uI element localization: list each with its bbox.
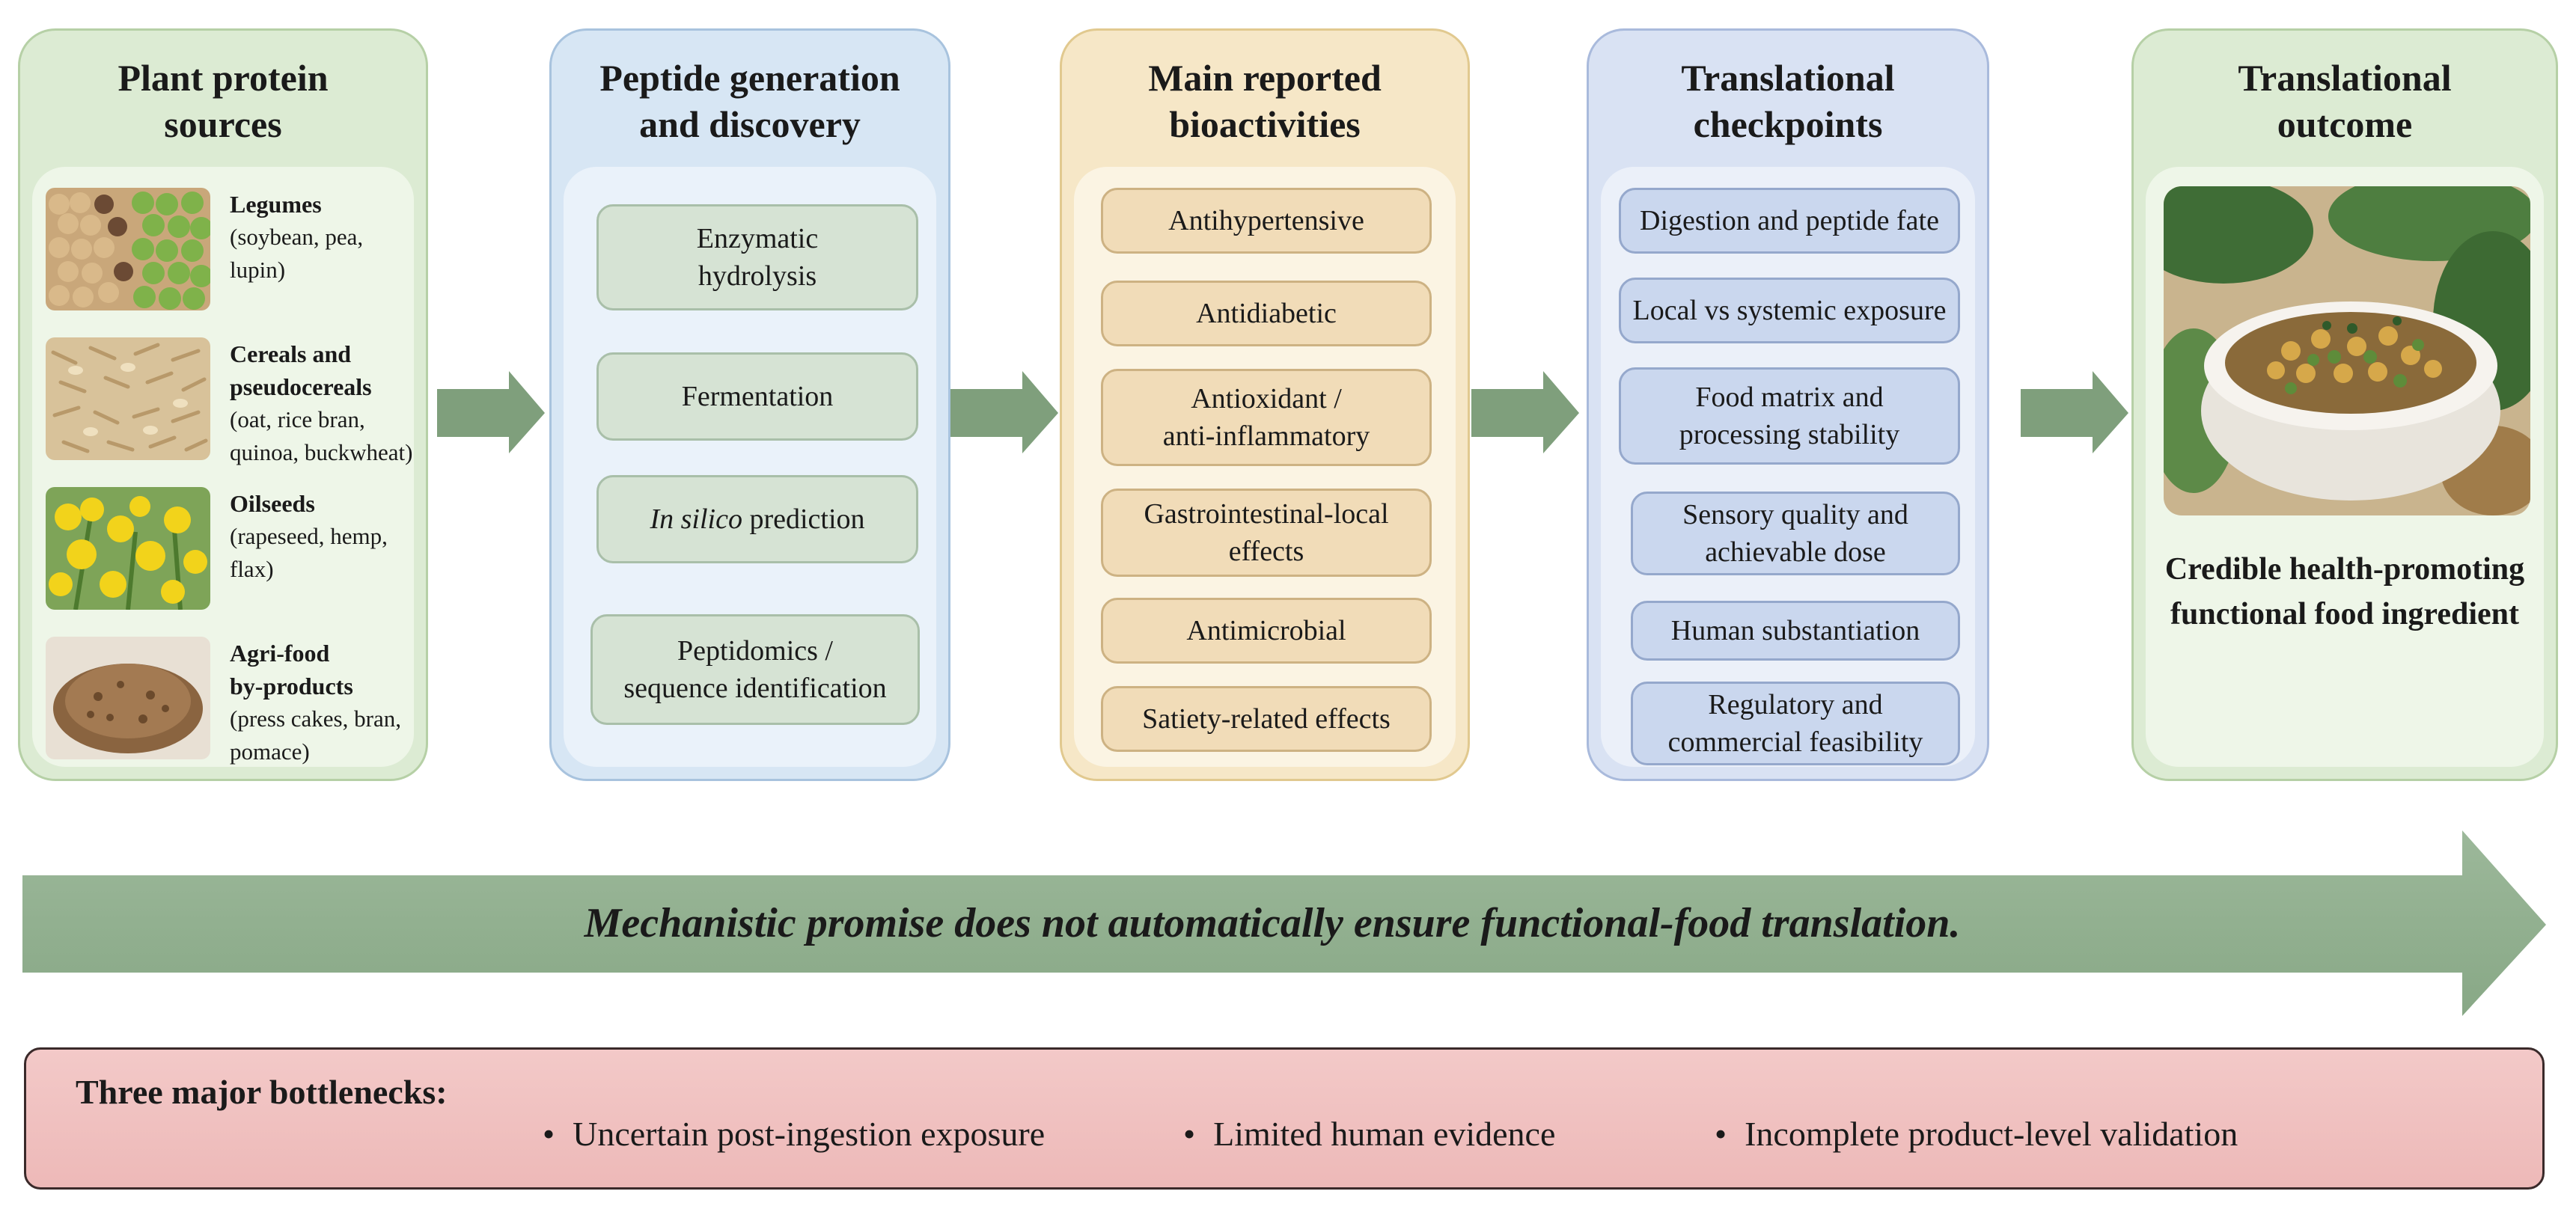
source-byproducts: Agri-food by-products (press cakes, bran… [46,637,435,765]
bioactivities-title: Main reported bioactivities [1148,57,1382,145]
outcome-title: Translational outcome [2238,57,2452,145]
bioactivity-box: Antimicrobial [1101,598,1432,664]
arrow-2 [950,371,1058,453]
checkpoint-box: Digestion and peptide fate [1619,188,1960,254]
banner-text: Mechanistic promise does not automatical… [584,900,1961,946]
arrow-4 [2021,371,2128,453]
source-cereals: Cereals and pseudocereals (oat, rice bra… [46,337,435,465]
outcome-text: Credible health-promoting functional foo… [2164,552,2525,631]
checkpoint-box: Sensory quality and achievable dose [1631,492,1960,575]
outcome-photo [2164,186,2530,515]
bottlenecks-title: Three major bottlenecks: [76,1073,448,1111]
bottleneck-item: • Uncertain post-ingestion exposure [543,1114,1045,1154]
checkpoint-box: Human substantiation [1631,601,1960,661]
bottleneck-label: Limited human evidence [1213,1115,1556,1153]
checkpoint-box: Local vs systemic exposure [1619,278,1960,343]
bottleneck-label: Incomplete product-level validation [1745,1115,2238,1153]
method-box-in-silico: In silico prediction [596,475,918,563]
byproducts-photo [46,637,210,759]
source-legumes: Legumes (soybean, pea, lupin) [46,188,435,310]
checkpoint-box: Food matrix and processing stability [1619,367,1960,465]
byproducts-text: Agri-food by-products (press cakes, bran… [230,637,447,768]
source-detail: (soybean, pea, lupin) [230,224,364,283]
bioactivities-inner [1074,167,1456,767]
bottleneck-item: • Limited human evidence [1183,1114,1555,1154]
legumes-photo [46,188,210,310]
legumes-text: Legumes (soybean, pea, lupin) [230,188,447,287]
checkpoints-title: Translational checkpoints [1681,57,1895,145]
bioactivity-box: Satiety-related effects [1101,686,1432,752]
source-oilseeds: Oilseeds (rapeseed, hemp, flax) [46,487,435,610]
source-name: Oilseeds [230,490,315,517]
bottleneck-label: Uncertain post-ingestion exposure [573,1115,1046,1153]
arrow-1 [437,371,545,453]
bioactivity-box: Antioxidant / anti-inflammatory [1101,369,1432,466]
bioactivities-panel: Main reported bioactivities Antihyperten… [1060,28,1470,781]
bioactivity-box: Antihypertensive [1101,188,1432,254]
method-box: Peptidomics / sequence identification [590,614,920,725]
generation-panel: Peptide generation and discovery Enzymat… [549,28,950,781]
oilseeds-photo [46,487,210,610]
bottleneck-item: • Incomplete product-level validation [1715,1114,2238,1154]
sources-title: Plant protein sources [117,57,329,145]
arrow-3 [1471,371,1579,453]
source-detail: (oat, rice bran, quinoa, buckwheat) [230,406,413,465]
method-box: Enzymatic hydrolysis [596,204,918,310]
cereals-photo [46,337,210,460]
in-silico-italic: In silico [650,503,742,535]
bullet-icon: • [1715,1115,1727,1153]
checkpoints-panel: Translational checkpoints Digestion and … [1587,28,1989,781]
sources-panel: Plant protein sources Legumes (soybean, … [18,28,428,781]
oilseeds-text: Oilseeds (rapeseed, hemp, flax) [230,487,447,586]
generation-title: Peptide generation and discovery [599,57,900,145]
cereals-text: Cereals and pseudocereals (oat, rice bra… [230,337,447,469]
source-detail: (rapeseed, hemp, flax) [230,523,388,582]
method-box: Fermentation [596,352,918,441]
bottlenecks-box: Three major bottlenecks: • Uncertain post… [24,1047,2545,1190]
outcome-panel: Translational outcome Credible health-pr… [2131,28,2558,781]
bullet-icon: • [543,1115,555,1153]
source-name: Cereals and pseudocereals [230,340,372,400]
source-name: Legumes [230,191,322,218]
checkpoints-inner [1601,167,1975,767]
source-detail: (press cakes, bran, pomace) [230,705,401,765]
bullet-icon: • [1183,1115,1196,1153]
bioactivity-box: Antidiabetic [1101,281,1432,346]
checkpoint-box: Regulatory and commercial feasibility [1631,682,1960,765]
bioactivity-box: Gastrointestinal-local effects [1101,489,1432,577]
source-name: Agri-food by-products [230,640,353,700]
